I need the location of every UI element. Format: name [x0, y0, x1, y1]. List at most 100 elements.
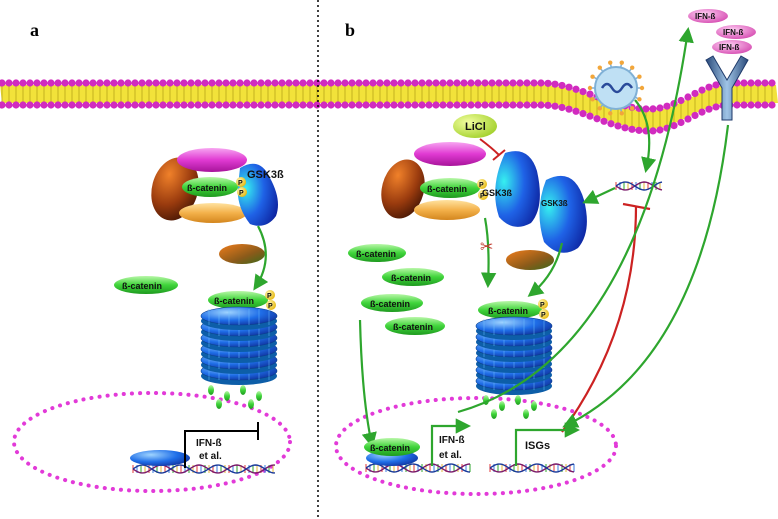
lipid-head [47, 101, 55, 109]
lipid-head [390, 101, 398, 109]
lipid-head [712, 103, 720, 111]
peptide-fragment [224, 391, 230, 401]
lipid-head [691, 89, 699, 98]
arrow-rna-to-gsk [582, 187, 616, 204]
lipid-head [761, 101, 769, 109]
lipid-head [54, 79, 62, 87]
lipid-head [418, 101, 426, 109]
lipid-head [530, 79, 538, 87]
lipid-head [12, 79, 20, 87]
lipid-head [397, 79, 405, 87]
lipid-head [600, 117, 608, 125]
phosphate-label: P [540, 302, 545, 309]
lipid-head [481, 101, 489, 109]
phosphate-label: P [238, 180, 243, 187]
lipid-head [89, 79, 97, 87]
ifnb-ligand [688, 9, 728, 23]
lipid-head [432, 79, 440, 87]
lipid-head [320, 79, 328, 87]
lipid-head [628, 125, 636, 133]
lipid-head [754, 79, 762, 87]
free-beta-catenin-b [385, 317, 445, 335]
gene-label-ifnb-b: IFN-ß [439, 435, 465, 446]
destruction-complex-a: ß-catenin P P GSK3ß [151, 148, 284, 226]
lipid-head [299, 79, 307, 87]
lipid-head [306, 79, 314, 87]
lipid-head [509, 79, 517, 87]
beta-catenin-label: ß-catenin [122, 281, 162, 291]
lipid-head [747, 101, 755, 109]
beta-catenin-complex-b [420, 178, 480, 198]
lipid-head [47, 79, 55, 87]
lipid-head [0, 79, 6, 87]
lipid-head [187, 101, 195, 109]
lipid-head [586, 112, 594, 120]
lipid-head [698, 108, 706, 116]
lipid-head [411, 101, 419, 109]
lipid-head [5, 101, 13, 109]
lipid-head [656, 126, 664, 134]
lipid-head [138, 79, 146, 87]
lipid-head [761, 79, 769, 87]
dna-a [132, 464, 276, 474]
lipid-head [369, 101, 377, 109]
beta-catenin-label: ß-catenin [214, 296, 254, 306]
lipid-head [229, 79, 237, 87]
ifn-receptor [705, 55, 749, 121]
lipid-head [502, 79, 510, 87]
lipid-head [544, 79, 552, 87]
lipid-head [75, 101, 83, 109]
lipid-head [453, 101, 461, 109]
phosphate-icon [539, 309, 549, 319]
lipid-head [467, 79, 475, 87]
lipid-head [271, 101, 279, 109]
free-beta-catenin-b [382, 268, 444, 286]
lipid-head [180, 79, 188, 87]
phosphate-label: P [479, 182, 484, 189]
dna-strand [489, 463, 575, 473]
lipid-head [320, 101, 328, 109]
peptide-fragment [208, 385, 214, 395]
gsk3b-shape-a [237, 163, 278, 226]
lipid-head [621, 124, 629, 132]
lipid-head [257, 101, 265, 109]
gene-label-ifnb: IFN-ß [196, 438, 222, 449]
lipid-head [257, 79, 265, 87]
phosphate-icon [478, 190, 488, 200]
lipid-head [558, 81, 566, 90]
nucleus-b [334, 396, 618, 496]
lipid-head [551, 102, 559, 110]
beta-catenin-label: ß-catenin [356, 249, 396, 259]
arrow-catenin-to-nucleus [358, 319, 377, 449]
nuclear-beta-catenin [364, 438, 420, 456]
lipid-head [404, 101, 412, 109]
dna-strand [132, 464, 276, 474]
axin-shape [381, 159, 425, 219]
lipid-head [705, 105, 713, 113]
lipid-head [40, 79, 48, 87]
phosphate-icon [266, 300, 276, 310]
lipid-head [432, 101, 440, 109]
free-beta-catenin-b [361, 294, 423, 312]
ck1-shape [179, 203, 247, 223]
peptide-fragment [216, 399, 222, 409]
gsk3b-label-a: GSK3ß [247, 169, 284, 181]
lipid-head [124, 101, 132, 109]
lipid-head [404, 79, 412, 87]
lipid-head [439, 101, 447, 109]
lipid-head [292, 101, 300, 109]
lipid-head [740, 79, 748, 87]
lipid-head [299, 101, 307, 109]
phosphate-label: P [267, 293, 272, 300]
lipid-head [278, 101, 286, 109]
gene-label-etal: et al. [199, 451, 222, 462]
lipid-head [509, 101, 517, 109]
peptide-fragment [515, 395, 521, 405]
lipid-head [215, 101, 223, 109]
cofactor-shape-a [219, 244, 265, 264]
lipid-head [117, 101, 125, 109]
lipid-head [530, 101, 538, 109]
lipid-head [68, 101, 76, 109]
lipid-head [362, 79, 370, 87]
